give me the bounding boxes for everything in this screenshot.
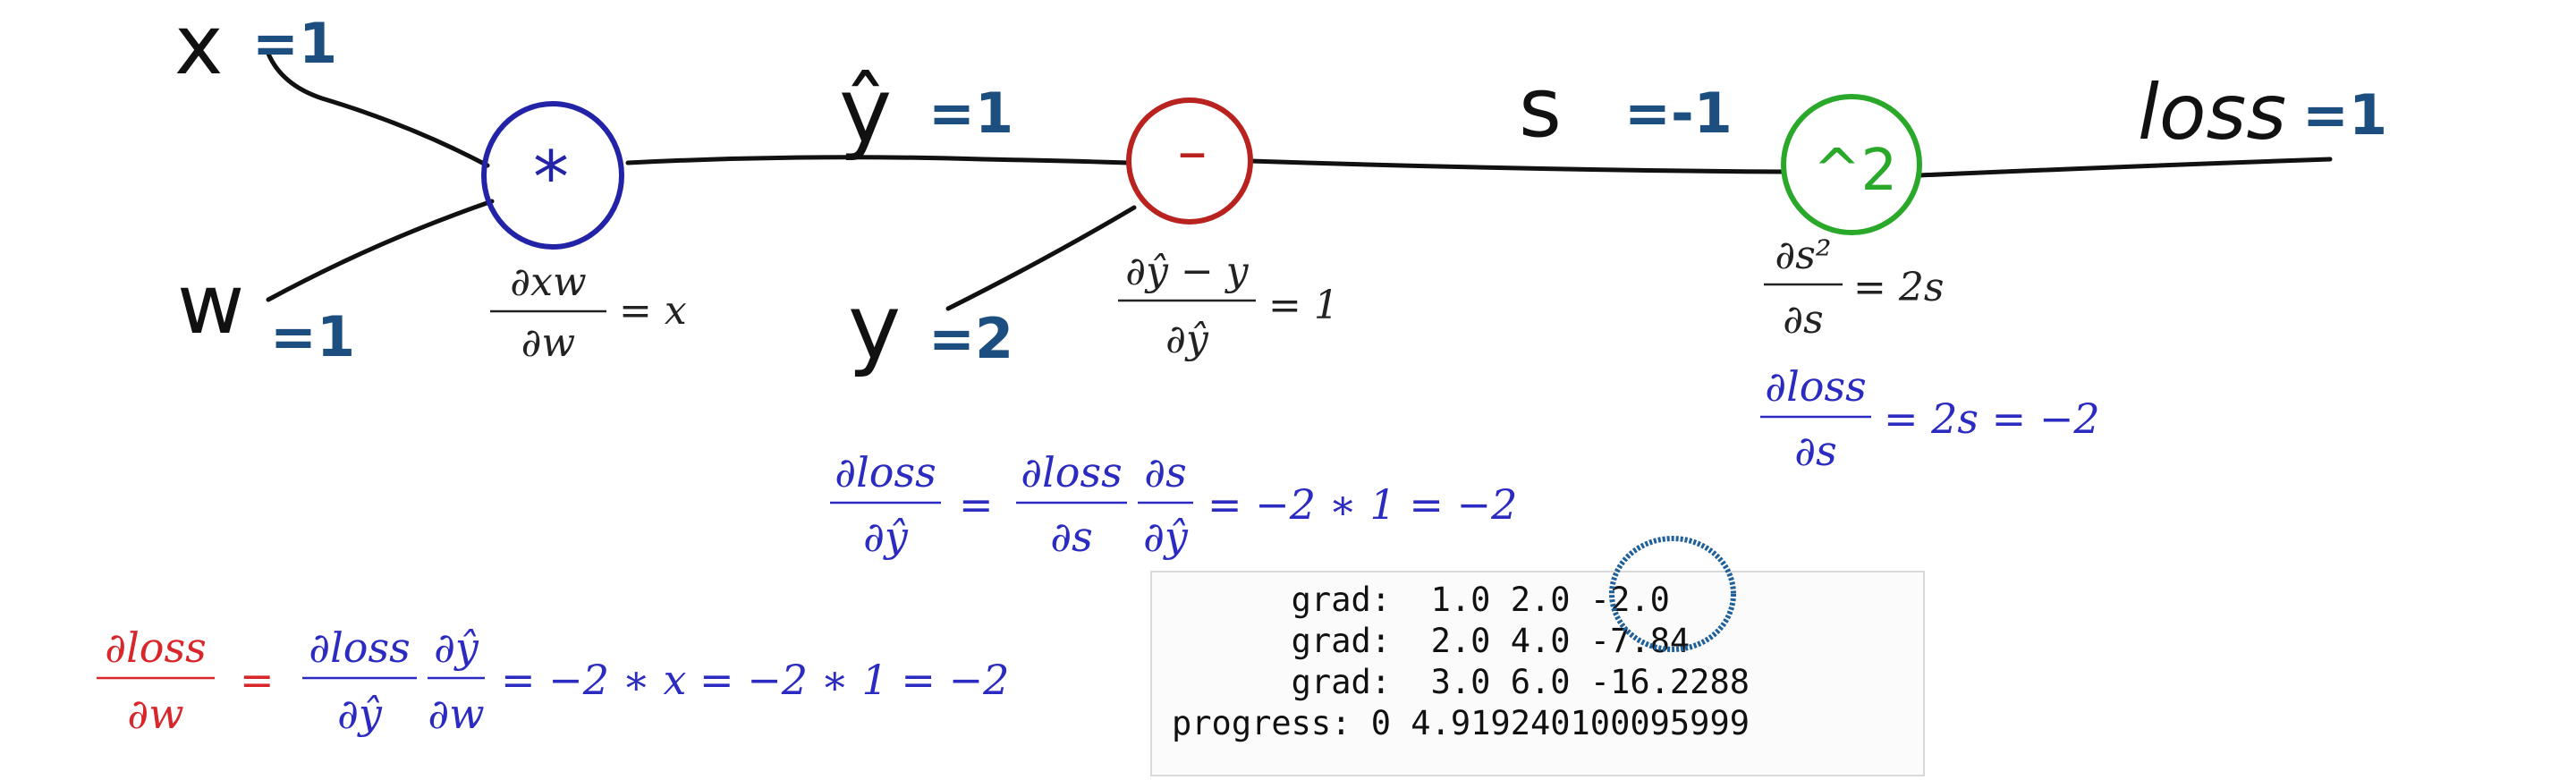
terminal-output: grad: 1.0 2.0 -2.0 grad: 2.0 4.0 -7.84 g…: [1150, 571, 1925, 776]
w-value: =1: [270, 304, 355, 369]
chain-factor-1-numerator: ∂loss: [309, 623, 410, 672]
loss-wrt-yhat-equation: ∂loss ∂ŷ = ∂loss ∂s ∂s ∂ŷ = −2 ∗ 1 = −2: [830, 448, 1517, 561]
chain-factor-1-denominator: ∂ŷ: [337, 690, 383, 738]
edge-sq-to-loss: [1917, 157, 2333, 178]
square-derivative-denominator: ∂s: [1783, 297, 1823, 343]
square-node: ^2: [1781, 94, 1922, 235]
yhat-value: =1: [928, 81, 1013, 146]
edge-w-to-mul: [266, 199, 495, 302]
y-variable: y: [848, 275, 901, 379]
mul-node: *: [481, 101, 624, 250]
equals-sign: =: [959, 480, 994, 529]
loss-wrt-yhat-numerator: ∂loss: [835, 448, 936, 496]
edge-y-to-sub: [945, 205, 1137, 311]
chain-factor-1-numerator: ∂loss: [1021, 448, 1122, 496]
terminal-line: grad: 2.0 4.0 -7.84: [1172, 622, 1690, 660]
loss-wrt-s-result: = 2s = −2: [1884, 394, 2100, 443]
terminal-line: progress: 0 4.919240100095999: [1172, 704, 1750, 742]
x-value: =1: [252, 11, 337, 76]
chain-factor-2-denominator: ∂w: [428, 690, 484, 738]
chain-factor-2-denominator: ∂ŷ: [1143, 513, 1189, 561]
loss-wrt-w-denominator: ∂w: [127, 690, 183, 738]
mul-derivative-numerator: ∂xw: [510, 259, 586, 305]
w-variable: w: [177, 257, 244, 352]
square-derivative: ∂s² ∂s = 2s: [1764, 233, 1944, 343]
sub-derivative: ∂ŷ − y ∂ŷ = 1: [1118, 249, 1339, 362]
loss-value: =1: [2302, 82, 2387, 148]
edge-x-to-mul: [266, 51, 490, 168]
square-derivative-numerator: ∂s²: [1775, 233, 1832, 278]
loss-wrt-yhat-denominator: ∂ŷ: [863, 513, 909, 561]
sub-node-symbol: –: [1178, 117, 1208, 186]
sub-node: –: [1126, 98, 1253, 225]
x-variable: x: [174, 0, 223, 93]
terminal-line: grad: 1.0 2.0 -2.0: [1172, 581, 1670, 619]
chain-factor-1-denominator: ∂s: [1050, 513, 1092, 561]
loss-wrt-w-numerator: ∂loss: [105, 623, 206, 672]
highlight-circle: [1609, 536, 1736, 652]
yhat-variable: ŷ: [839, 58, 892, 163]
edge-mul-to-sub: [625, 155, 1131, 165]
mul-derivative-denominator: ∂w: [521, 320, 575, 366]
loss-variable: loss: [2138, 68, 2286, 157]
terminal-line: grad: 3.0 6.0 -16.2288: [1172, 663, 1750, 701]
sub-derivative-numerator: ∂ŷ − y: [1125, 249, 1249, 294]
sub-derivative-result: = 1: [1268, 283, 1339, 328]
edge-sub-to-sq: [1248, 158, 1787, 174]
square-node-symbol: ^2: [1813, 138, 1897, 204]
s-value: =-1: [1624, 81, 1733, 146]
loss-wrt-s-numerator: ∂loss: [1765, 362, 1866, 411]
mul-derivative-result: = x: [619, 288, 687, 334]
loss-wrt-w-equation: ∂loss ∂w = ∂loss ∂ŷ ∂ŷ ∂w = −2 ∗ x = −2 …: [97, 623, 1009, 738]
square-node-circle: [1781, 94, 1922, 235]
loss-wrt-s-denominator: ∂s: [1794, 427, 1836, 475]
square-derivative-result: = 2s: [1853, 265, 1944, 310]
mul-node-circle: [481, 101, 624, 250]
mul-node-symbol: *: [533, 136, 569, 219]
loss-wrt-yhat-result: = −2 ∗ 1 = −2: [1208, 480, 1517, 529]
chain-factor-2-numerator: ∂s: [1144, 448, 1186, 496]
graph-edges: [266, 51, 2333, 311]
chain-factor-2-numerator: ∂ŷ: [434, 623, 479, 672]
s-variable: s: [1519, 60, 1562, 156]
loss-wrt-w-result: = −2 ∗ x = −2 ∗ 1 = −2: [501, 656, 1009, 704]
sub-node-circle: [1126, 98, 1253, 225]
y-value: =2: [928, 306, 1013, 371]
sub-derivative-denominator: ∂ŷ: [1165, 317, 1209, 362]
equals-sign: =: [240, 656, 275, 704]
mul-derivative: ∂xw ∂w = x: [490, 259, 687, 366]
loss-wrt-s-equation: ∂loss ∂s = 2s = −2: [1760, 362, 2100, 475]
